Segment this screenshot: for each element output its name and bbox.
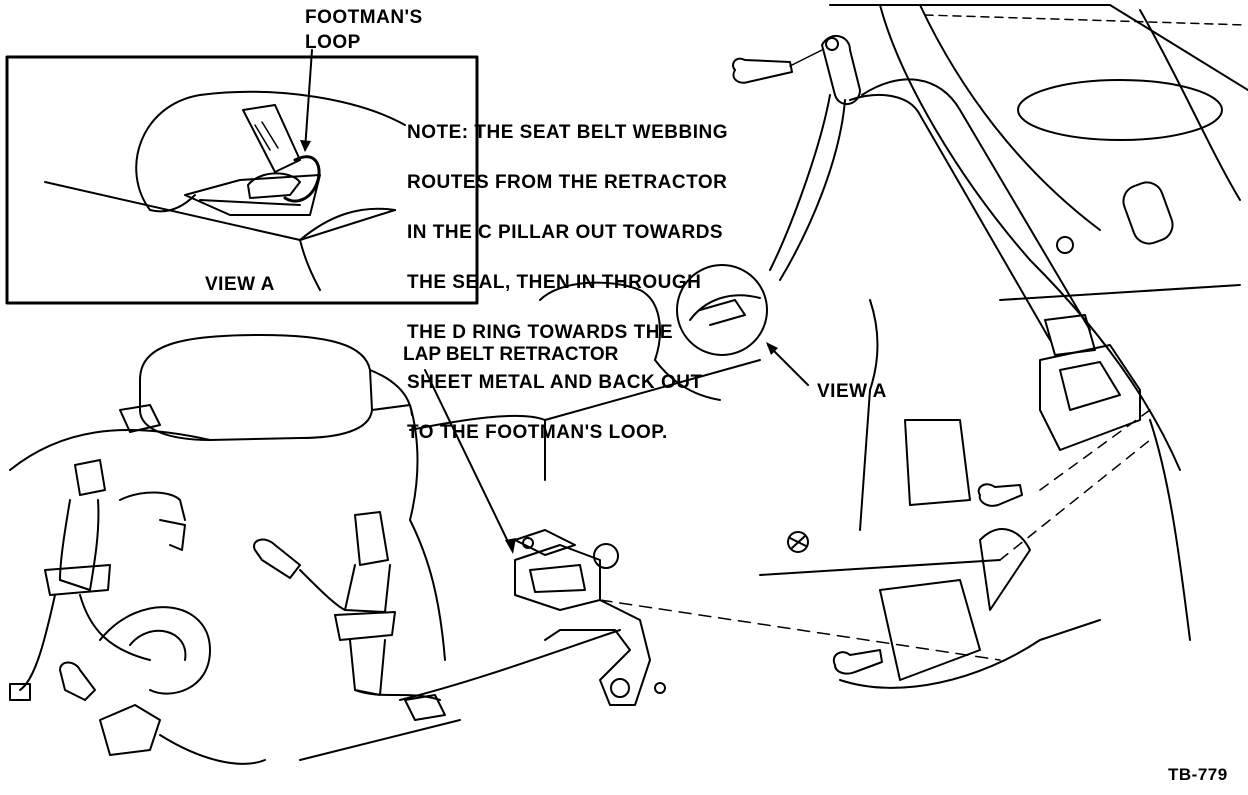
- latch-plate-center: [253, 538, 301, 579]
- note-line: ROUTES FROM THE RETRACTOR: [407, 172, 728, 193]
- note-line: NOTE: THE SEAT BELT WEBBING: [407, 122, 729, 143]
- routing-note: NOTE: THE SEAT BELT WEBBING ROUTES FROM …: [407, 95, 728, 470]
- buckle-assemblies: [9, 459, 446, 765]
- lap-belt-retractor-label: LAP BELT RETRACTOR: [403, 344, 619, 365]
- trim-panel-opening: [904, 419, 971, 506]
- shoulder-belt-assembly: [732, 35, 1141, 675]
- view-a-inset: [5, 49, 479, 305]
- rear-seat: [9, 281, 1001, 761]
- footmans-loop-arrowhead: [300, 140, 311, 152]
- quarter-panel: [759, 4, 1248, 689]
- figure-code: TB-779: [1168, 765, 1228, 784]
- view-a-callout-label: VIEW A: [817, 381, 887, 402]
- buckle-latch-left: [99, 704, 161, 756]
- footmans-loop-label: FOOTMAN'S LOOP: [305, 7, 423, 53]
- view-a-inset-label: VIEW A: [205, 274, 275, 295]
- headrest-left: [139, 334, 373, 441]
- note-line: THE D RING TOWARDS THE: [407, 322, 674, 343]
- note-line: IN THE C PILLAR OUT TOWARDS: [407, 222, 724, 243]
- inset-frame: [5, 55, 479, 305]
- note-line: TO THE FOOTMAN'S LOOP.: [407, 422, 668, 443]
- note-line: SHEET METAL AND BACK OUT: [407, 372, 703, 393]
- shoulder-retractor: [1039, 344, 1141, 451]
- anchor-bolt: [732, 57, 793, 84]
- view-a-detail-circle: [676, 264, 809, 386]
- note-line: THE SEAL, THEN IN THROUGH: [407, 272, 702, 293]
- rear-window-oval: [1017, 79, 1223, 141]
- lap-belt-retractor-part: [424, 369, 666, 706]
